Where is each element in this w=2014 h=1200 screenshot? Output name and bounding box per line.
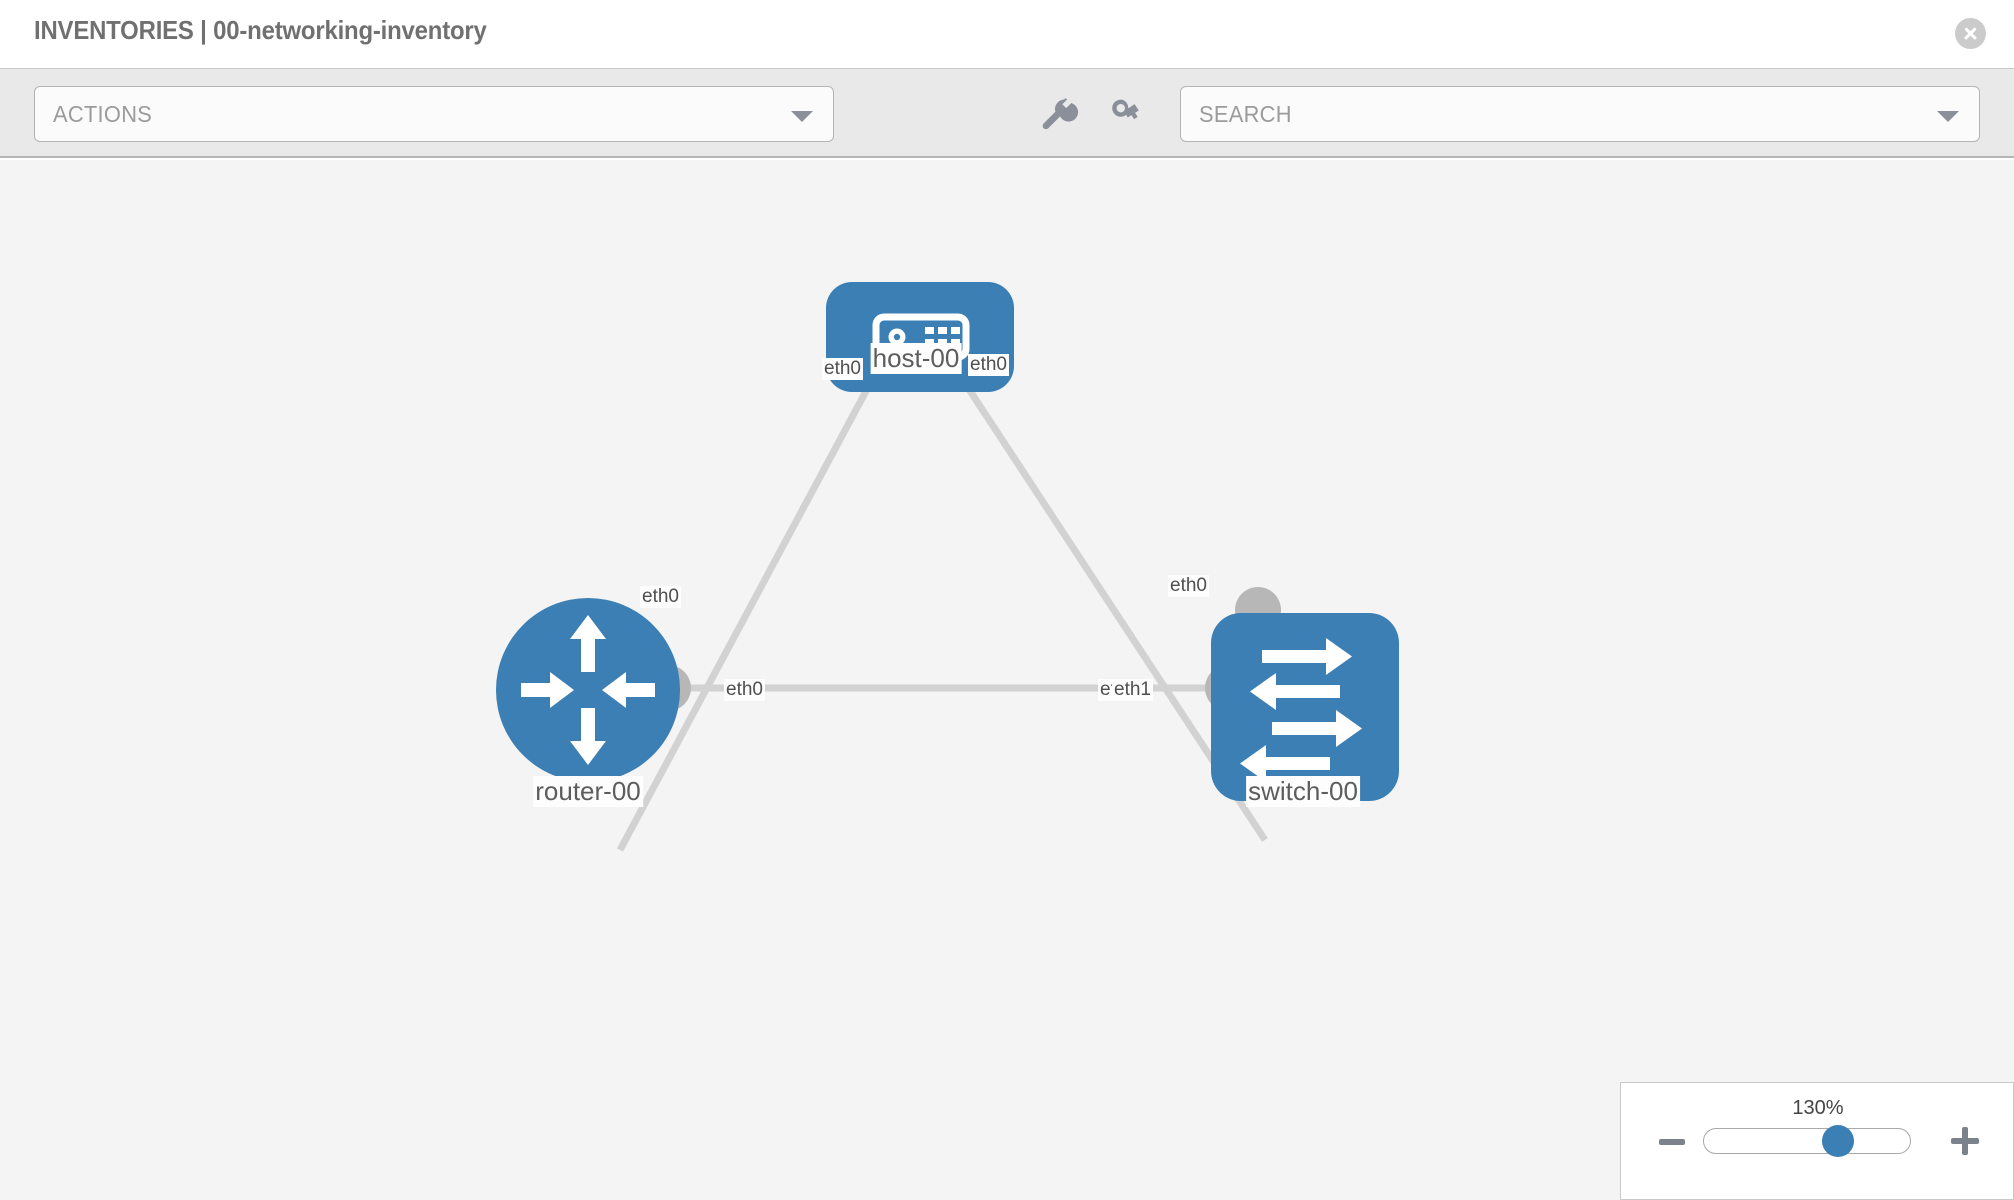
actions-dropdown-label: ACTIONS [53,101,153,127]
iface-label-host-eth0-left: eth0 [822,358,863,380]
switch-arrows-icon [1240,638,1362,782]
router-arrows-icon [521,615,655,765]
node-label-host: host-00 [870,343,962,374]
page-header: INVENTORIES | 00-networking-inventory [0,0,2014,68]
iface-label-switch-eth1: eth1 [1112,679,1153,701]
search-placeholder: SEARCH [1199,101,1292,127]
zoom-slider-thumb[interactable] [1822,1125,1854,1157]
page-title: INVENTORIES | 00-networking-inventory [34,15,487,45]
zoom-control-panel: 130% [1620,1082,2014,1200]
link-host-router[interactable] [616,363,884,852]
zoom-in-button[interactable] [1951,1127,1979,1155]
iface-label-switch-uplink-eth0: eth0 [1168,575,1209,597]
zoom-out-button[interactable] [1659,1139,1685,1145]
node-switch-00[interactable] [1211,613,1399,801]
topology-links [616,363,1268,852]
chevron-down-icon [791,111,813,122]
node-router-00[interactable] [496,598,680,782]
zoom-level-value: 130% [1792,1097,1844,1119]
iface-label-router-uplink-eth0: eth0 [640,586,681,608]
node-label-switch: switch-00 [1246,776,1360,807]
zoom-slider[interactable] [1703,1125,1911,1157]
chevron-down-icon [1937,111,1959,122]
wrench-icon[interactable] [1034,91,1080,137]
node-label-router: router-00 [533,776,643,807]
topology-canvas[interactable]: host-00 router-00 switch-00 eth0 eth0 et… [0,160,2014,1200]
topology-graph [496,282,1399,852]
iface-label-host-eth0-right: eth0 [968,354,1009,376]
key-icon[interactable] [1102,91,1148,137]
search-input[interactable]: SEARCH [1180,86,1980,142]
toolbar: ACTIONS SEARCH [0,68,2014,158]
iface-label-router-eth0: eth0 [724,679,765,701]
close-icon[interactable] [1955,18,1986,49]
actions-dropdown[interactable]: ACTIONS [34,86,834,142]
